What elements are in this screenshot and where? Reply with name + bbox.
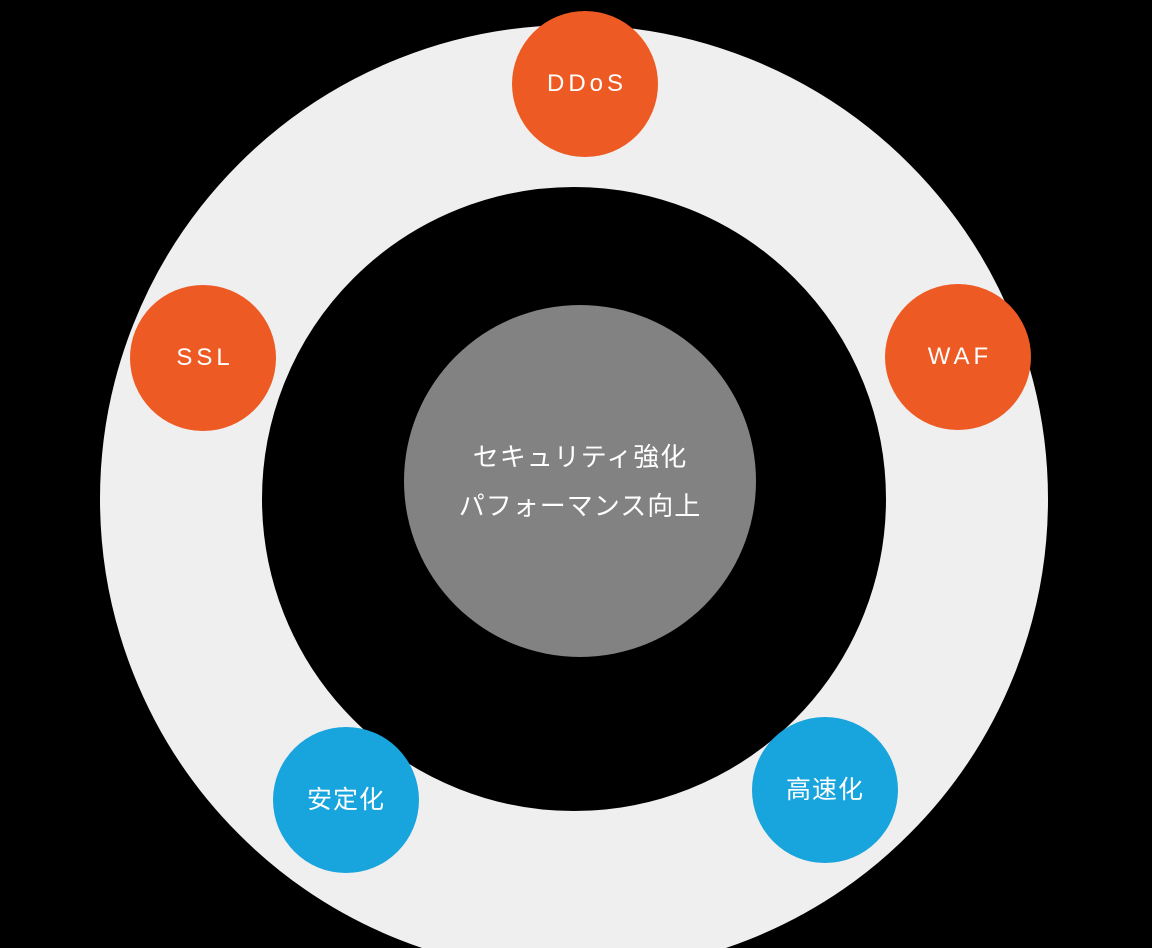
center-circle: セキュリティ強化 パフォーマンス向上 <box>404 305 756 657</box>
node-acceleration-label: 高速化 <box>785 775 864 804</box>
center-text-line-2: パフォーマンス向上 <box>458 490 702 521</box>
node-ssl-label: SSL <box>176 344 234 371</box>
node-stabilization-label: 安定化 <box>306 785 385 814</box>
node-ddos-label: DDoS <box>546 70 628 97</box>
node-acceleration: 高速化 <box>752 717 898 863</box>
center-text-line-1: セキュリティ強化 <box>472 441 688 472</box>
node-stabilization: 安定化 <box>273 727 419 873</box>
node-ssl: SSL <box>130 285 276 431</box>
node-waf: WAF <box>885 284 1031 430</box>
node-waf-label: WAF <box>927 343 993 370</box>
node-ddos: DDoS <box>512 11 658 157</box>
